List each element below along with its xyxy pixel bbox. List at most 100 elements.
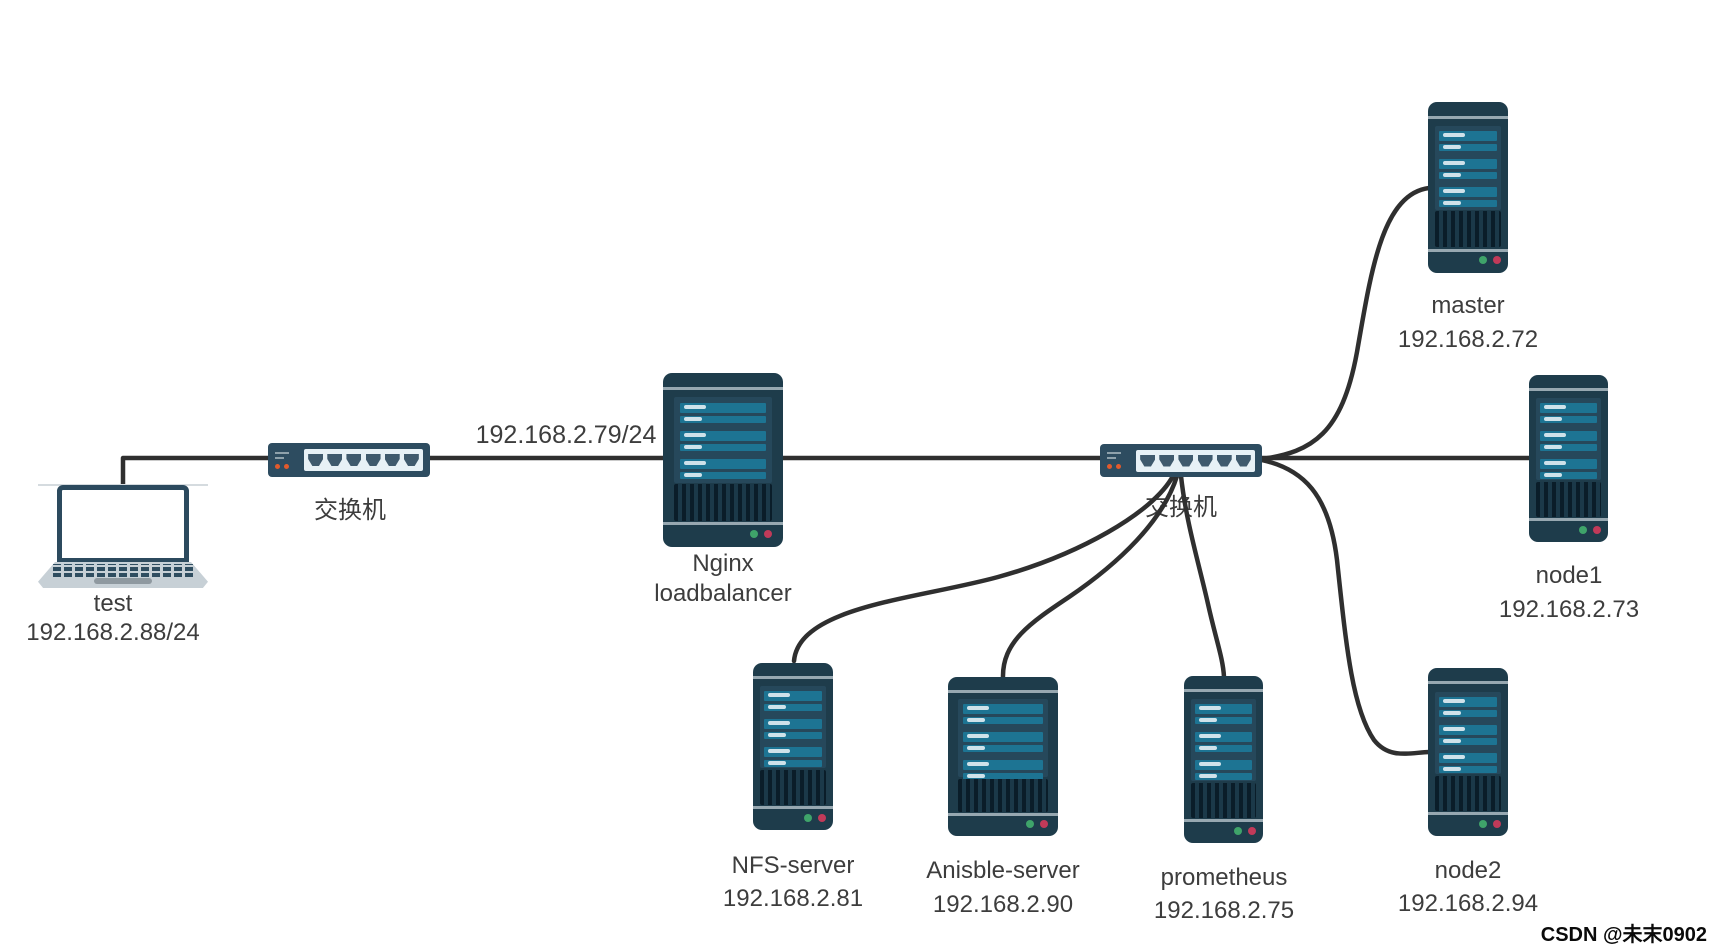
server-vent [760, 769, 826, 805]
drive-bar [963, 732, 1043, 743]
node-name: node1 [1535, 562, 1603, 589]
server-led-red [1040, 820, 1049, 829]
node-ip: 192.168.2.88/24 [26, 619, 200, 646]
drive-bar [1540, 444, 1597, 452]
node-name: test [93, 590, 133, 617]
switch-port-panel [304, 449, 423, 471]
server-icon-prometheus [1184, 676, 1263, 843]
drive-bay [1439, 159, 1497, 180]
node-ip: 192.168.2.75 [1153, 897, 1295, 924]
laptop-trackpad [94, 578, 152, 584]
server-divider-top [663, 386, 783, 390]
drive-bay [1540, 431, 1597, 452]
node-name: 交换机 [314, 497, 386, 524]
server-divider-bottom [663, 522, 783, 526]
server-leds [803, 813, 826, 822]
server-divider-bottom [1428, 248, 1508, 252]
server-leds [1478, 256, 1501, 265]
node-name: Anisble-server [926, 857, 1080, 884]
server-led-green [1478, 256, 1487, 265]
switch-led-orange [1107, 464, 1112, 469]
node-name-line2: loadbalancer [654, 580, 792, 607]
node-label-test: test 192.168.2.88/24 [3, 589, 223, 647]
node-ip: 192.168.2.94 [1397, 890, 1539, 917]
server-led-red [1492, 819, 1501, 828]
drive-bar [1439, 765, 1497, 773]
server-divider-top [1428, 681, 1508, 685]
node-ip: 192.168.2.81 [722, 885, 864, 912]
drive-bar [1439, 752, 1497, 763]
node-label-node1: node1 192.168.2.73 [1459, 559, 1679, 627]
server-icon-nfs [753, 663, 833, 830]
drive-bar [1439, 159, 1497, 170]
drive-bar [764, 704, 822, 712]
server-vent [1435, 775, 1501, 811]
node-name: Nginx [692, 550, 754, 577]
switch-port-panel [1136, 449, 1255, 472]
drive-bar [1439, 187, 1497, 198]
node-label-switch-left: 交换机 [240, 494, 460, 527]
drive-bar [1540, 459, 1597, 470]
server-divider-top [753, 676, 833, 680]
laptop-screen [57, 485, 189, 563]
drive-bar [1439, 144, 1497, 152]
drive-bar [963, 704, 1043, 715]
drive-bay [963, 760, 1043, 781]
node-name: NFS-server [731, 852, 855, 879]
server-led-green [750, 530, 759, 539]
drive-bay [764, 719, 822, 740]
ethernet-port-icon [403, 454, 419, 466]
drive-bar [679, 430, 767, 441]
server-led-green [1478, 819, 1487, 828]
server-drive-bars [1439, 131, 1497, 215]
server-vent [1536, 481, 1601, 517]
server-vent [1191, 782, 1256, 818]
link-label-uplink: 192.168.2.79/24 [456, 421, 676, 450]
drive-bar [1195, 704, 1252, 715]
drive-bar [963, 717, 1043, 725]
drive-bar [1195, 732, 1252, 743]
node-name: prometheus [1160, 864, 1288, 891]
server-divider-bottom [753, 806, 833, 810]
ethernet-port-icon [1140, 454, 1156, 467]
drive-bar [1439, 131, 1497, 142]
node-label-nfs: NFS-server 192.168.2.81 [683, 849, 903, 915]
drive-bay [1540, 403, 1597, 424]
node-label-switch-right: 交换机 [1071, 491, 1291, 524]
ethernet-port-icon [327, 454, 343, 466]
switch-status-line [275, 451, 289, 454]
drive-bar [1195, 745, 1252, 753]
server-drive-bars [764, 691, 822, 775]
drive-bay [679, 458, 767, 479]
switch-status-line [1107, 452, 1121, 454]
watermark: CSDN @未末0902 [1540, 924, 1707, 946]
ethernet-port-icon [346, 454, 362, 466]
server-leds [1233, 826, 1256, 835]
drive-bay [679, 402, 767, 423]
node-name: node2 [1434, 857, 1502, 884]
server-drive-bars [1195, 704, 1252, 788]
ethernet-port-icon [365, 454, 381, 466]
drive-bay [1439, 752, 1497, 773]
server-led-green [803, 813, 812, 822]
drive-bay [1195, 732, 1252, 753]
server-drive-bars [1540, 403, 1597, 487]
node-ip: 192.168.2.72 [1397, 326, 1539, 353]
switch-led-dots [275, 463, 299, 469]
drive-bar [1195, 760, 1252, 771]
drive-bay [963, 732, 1043, 753]
drive-bay [764, 691, 822, 712]
drive-bar [679, 458, 767, 469]
drive-bay [764, 747, 822, 768]
node-name: 交换机 [1145, 494, 1217, 521]
node-label-prometheus: prometheus 192.168.2.75 [1114, 861, 1334, 927]
drive-bar [1439, 709, 1497, 717]
node-label-node2: node2 192.168.2.94 [1358, 854, 1578, 920]
switch-led-orange [284, 463, 289, 469]
switch-status-block [275, 451, 299, 469]
drive-bar [1439, 737, 1497, 745]
drive-bar [1195, 773, 1252, 781]
server-led-red [1592, 525, 1601, 534]
node-ip: 192.168.2.73 [1498, 596, 1640, 623]
server-drive-bars [1439, 696, 1497, 781]
